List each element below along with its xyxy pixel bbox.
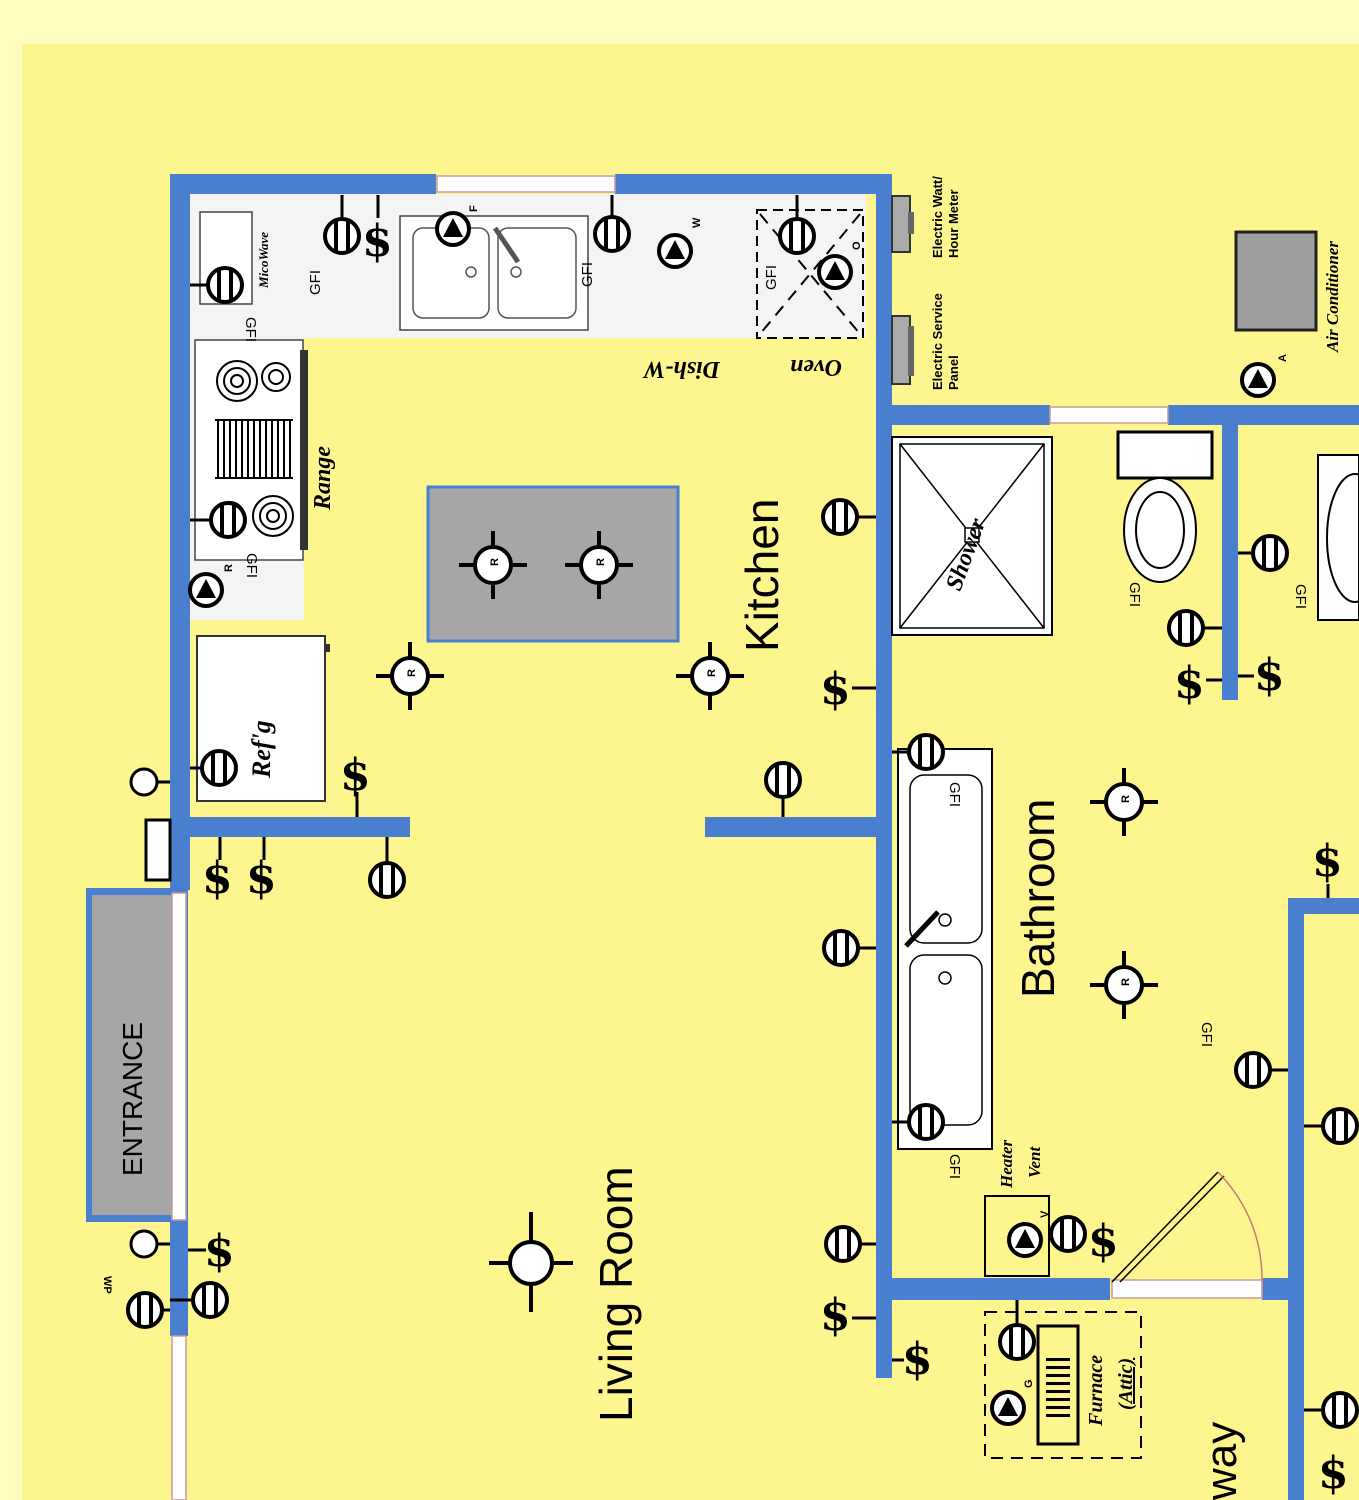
entrance-slab [92,895,172,1215]
svg-text:$: $ [340,750,371,801]
svg-text:$: $ [902,1334,933,1385]
heater-vent [984,1195,1050,1277]
kitchen-label: Kitchen [736,499,788,652]
living-room-label: Living Room [590,1166,642,1422]
gfi-label: GFI [946,782,963,807]
ac-code: A [1277,354,1289,362]
oven-label: Oven [790,354,842,380]
receptacle-code: R [489,558,501,566]
washer-code: W [691,217,703,228]
range-label: Range [310,446,336,511]
receptacle-code: R [1120,978,1132,986]
toilet [1116,430,1214,583]
gas-code: G [1023,1379,1035,1388]
oven-code: O [851,241,863,250]
gfi-label: GFI [1292,584,1309,609]
receptacle-code: R [406,669,418,677]
gfi-label: GFI [242,317,259,342]
meter-label-2: Hour Meter [946,189,961,258]
wp-code: WP [101,1276,113,1294]
vent-label: Vent [1025,1146,1044,1178]
gfi-label: GFI [1198,1022,1215,1047]
tub-partial [1317,454,1359,621]
gfi-label: GFI [763,265,780,290]
svg-text:$: $ [202,853,233,904]
furnace [984,1311,1142,1459]
entrance-label: ENTRANCE [117,1022,148,1176]
switch-stems [188,195,1330,1362]
vanity [897,748,993,1150]
gfi-label: GFI [243,553,260,578]
dishwasher-label: Dish-W [642,356,721,382]
svg-text:$: $ [362,216,393,267]
svg-text:$: $ [1088,1216,1119,1267]
door-swing [1111,1171,1263,1283]
furnace-label: Furnace [1085,1355,1107,1427]
svg-text:$: $ [246,853,277,904]
receptacle-code: R [595,558,607,566]
switches: $ $ $ $ $ $ $ $ $ $ $ $ $ [202,216,1349,1499]
panel-label-2: Panel [946,355,961,390]
gfi-labels: GFI GFI GFI GFI GFI GFI GFI GFI GFI GFI [242,262,1309,1179]
gfi-label: GFI [307,270,324,295]
electric-panel [891,315,911,385]
exterior-lights [129,767,172,1259]
gfi-label: GFI [946,1154,963,1179]
receptacle-code: R [223,564,235,572]
svg-text:$: $ [820,664,851,715]
panel-label-1: Electric Service [930,293,945,390]
air-conditioner [1234,230,1318,332]
svg-text:$: $ [1312,836,1343,887]
svg-text:$: $ [1254,650,1285,701]
heater-label: Heater [997,1139,1016,1189]
gfi-label: GFI [579,262,596,287]
svg-text:$: $ [1174,658,1205,709]
meter-label-1: Electric Watt/ [930,176,945,258]
receptacle-code: R [1120,795,1132,803]
attic-label: (Attic) [1115,1358,1137,1410]
fan-code: F [468,205,480,212]
duplex-outlets [126,195,1359,1429]
gfi-label: GFI [1126,582,1143,607]
kitchen-counter [190,194,866,620]
refrigerator-label: Ref'g [247,720,276,779]
receptacle-code: R [706,669,718,677]
vent-code: V [1039,1210,1051,1218]
microwave-label: MicoWave [256,232,271,289]
electric-meter [891,195,911,253]
air-conditioner-label: Air Conditioner [1323,241,1342,353]
svg-text:$: $ [1318,1448,1349,1499]
letter-codes: R R R R R R R F W O A V G WP [101,205,1289,1388]
windows [171,175,1263,1500]
living-room-light [489,1212,573,1312]
bathroom-label: Bathroom [1012,799,1064,998]
svg-text:$: $ [820,1290,851,1341]
svg-text:$: $ [204,1226,235,1277]
shower [891,436,1053,636]
hallway-label: way [1197,1422,1246,1500]
